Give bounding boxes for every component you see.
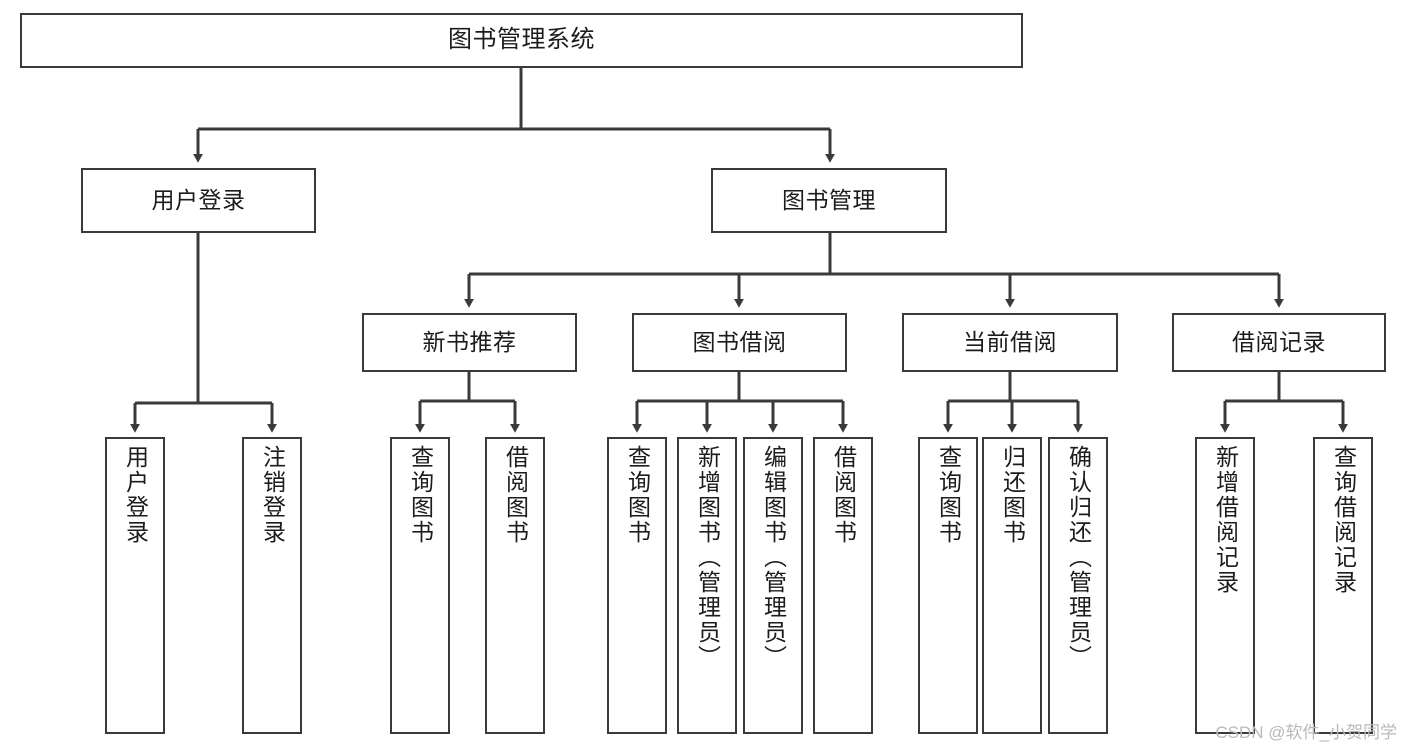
node-label: 新增图书（管理员） [694,445,721,670]
leaf-confirm-return-admin[interactable]: 确认归还（管理员） [1048,437,1108,734]
node-label: 借阅记录 [1232,328,1326,355]
node-label: 查询借阅记录 [1330,445,1357,595]
leaf-query-book-current[interactable]: 查询图书 [918,437,978,734]
node-book-management[interactable]: 图书管理 [711,168,947,233]
leaf-query-book-borrow[interactable]: 查询图书 [607,437,667,734]
leaf-query-borrow-record[interactable]: 查询借阅记录 [1313,437,1373,734]
node-borrow-record[interactable]: 借阅记录 [1172,313,1386,372]
node-label: 归还图书 [999,445,1026,545]
node-new-book-recommendation[interactable]: 新书推荐 [362,313,577,372]
node-label: 当前借阅 [963,328,1057,355]
node-label: 注销登录 [259,445,286,545]
node-label: 借阅图书 [502,445,529,545]
leaf-user-login[interactable]: 用户登录 [105,437,165,734]
leaf-add-book-admin[interactable]: 新增图书（管理员） [677,437,737,734]
node-label: 确认归还（管理员） [1065,445,1092,670]
node-root-book-management-system[interactable]: 图书管理系统 [20,13,1023,68]
node-label: 图书管理 [782,186,876,213]
node-label: 用户登录 [122,445,149,545]
leaf-borrow-book[interactable]: 借阅图书 [813,437,873,734]
node-user-login[interactable]: 用户登录 [81,168,316,233]
watermark-csdn: CSDN @软件_小贺同学 [1215,723,1397,742]
node-current-borrowing[interactable]: 当前借阅 [902,313,1118,372]
leaf-logout-login[interactable]: 注销登录 [242,437,302,734]
node-label: 查询图书 [407,445,434,545]
leaf-edit-book-admin[interactable]: 编辑图书（管理员） [743,437,803,734]
node-label: 借阅图书 [830,445,857,545]
node-label: 新增借阅记录 [1212,445,1239,595]
leaf-borrow-book-recommend[interactable]: 借阅图书 [485,437,545,734]
node-label: 图书管理系统 [448,26,595,54]
node-label: 编辑图书（管理员） [760,445,787,670]
leaf-return-book[interactable]: 归还图书 [982,437,1042,734]
leaf-add-borrow-record[interactable]: 新增借阅记录 [1195,437,1255,734]
node-book-borrowing[interactable]: 图书借阅 [632,313,847,372]
node-label: 查询图书 [935,445,962,545]
node-label: 用户登录 [151,186,246,213]
leaf-query-book-recommend[interactable]: 查询图书 [390,437,450,734]
node-label: 图书借阅 [692,328,787,355]
node-label: 查询图书 [624,445,651,545]
node-label: 新书推荐 [422,328,517,355]
